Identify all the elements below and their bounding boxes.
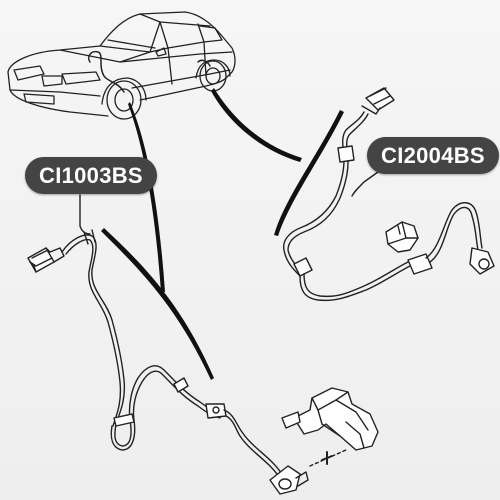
leader-lines bbox=[101, 88, 344, 380]
rear-sensor-head bbox=[469, 247, 495, 275]
rear-sensor-connector bbox=[361, 87, 395, 115]
rear-mounting-bracket bbox=[385, 221, 419, 253]
front-mounting-bracket bbox=[281, 387, 379, 451]
front-sensor-connector bbox=[27, 247, 65, 273]
rear-sensor-part-number-label: CI2004BS bbox=[367, 137, 499, 174]
callout-pointers bbox=[79, 171, 379, 235]
car-illustration bbox=[7, 11, 236, 120]
leader-front-a bbox=[128, 102, 165, 292]
leader-rear-b bbox=[274, 110, 344, 236]
leader-rear-a bbox=[211, 88, 302, 162]
rear-sensor-assembly bbox=[283, 87, 495, 302]
front-sensor-head bbox=[269, 465, 309, 495]
front-sensor-part-number-label: CI1003BS bbox=[25, 157, 157, 194]
front-sensor-assembly bbox=[27, 229, 379, 495]
